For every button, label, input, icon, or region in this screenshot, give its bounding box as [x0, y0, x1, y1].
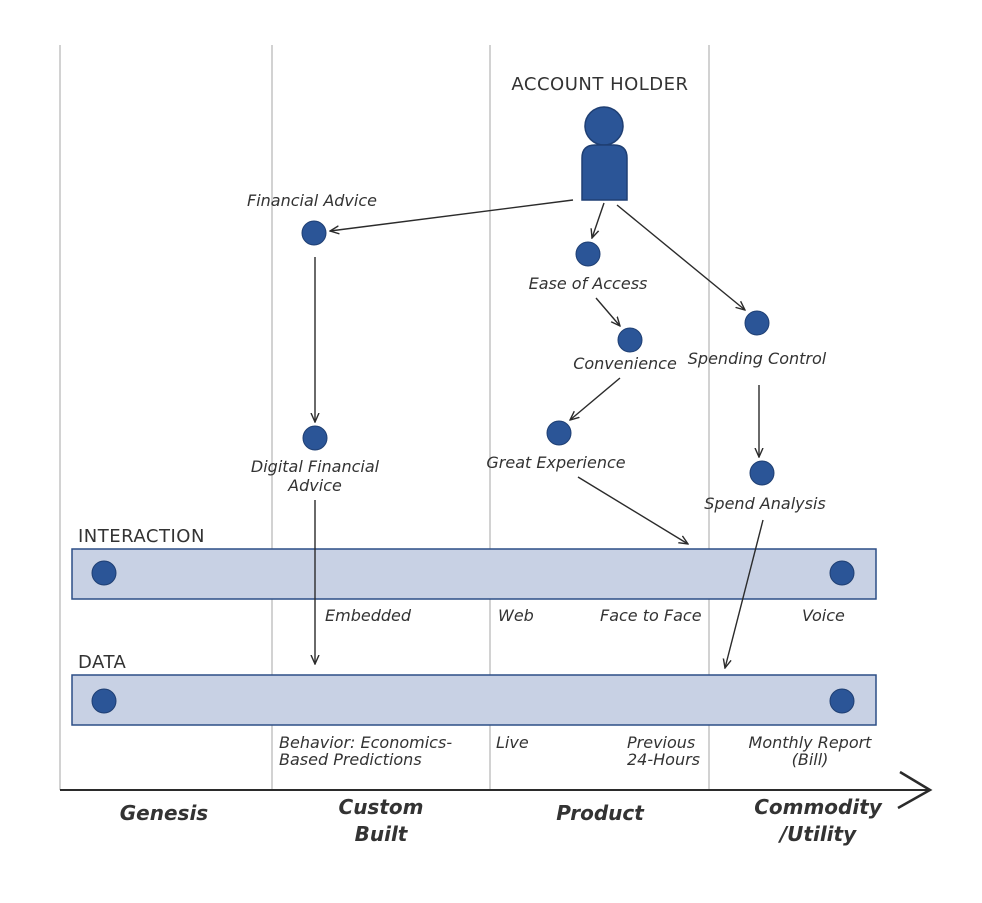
- node-digital-financial-advice: [302, 425, 328, 451]
- label-spending-control: Spending Control: [688, 349, 827, 368]
- node-convenience: [617, 327, 643, 353]
- data-band-title: DATA: [78, 652, 127, 673]
- label-behavior-line2: Based Predictions: [279, 750, 422, 769]
- label-voice: Voice: [802, 606, 845, 625]
- person-icon: [581, 106, 628, 201]
- interaction-band: [71, 548, 877, 600]
- account-holder-title: ACCOUNT HOLDER: [511, 74, 688, 95]
- interaction-band-right-dot: [829, 560, 855, 586]
- edge-holder-to-spending-control: [616, 204, 745, 310]
- edge-great-experience-to-face-to-face: [577, 476, 688, 544]
- node-great-experience: [546, 420, 572, 446]
- label-behavior-line1: Behavior: Economics-: [279, 733, 452, 752]
- stage-product: Product: [556, 801, 645, 825]
- label-digital-financial-advice-line1: Digital Financial: [251, 457, 380, 476]
- label-financial-advice: Financial Advice: [247, 191, 377, 210]
- label-previous-line2: 24-Hours: [627, 750, 700, 769]
- label-previous-line1: Previous: [627, 733, 695, 752]
- stage-utility: /Utility: [778, 822, 857, 846]
- label-convenience: Convenience: [573, 354, 677, 373]
- node-spending-control: [744, 310, 770, 336]
- label-monthly-line1: Monthly Report: [749, 733, 873, 752]
- stage-custom: Custom: [339, 795, 424, 819]
- label-live: Live: [496, 733, 529, 752]
- evolution-axis-arrowhead: [897, 770, 933, 810]
- label-web: Web: [498, 606, 534, 625]
- label-spend-analysis: Spend Analysis: [704, 494, 825, 513]
- label-monthly-line2: (Bill): [792, 750, 829, 769]
- node-financial-advice: [301, 220, 327, 246]
- interaction-band-left-dot: [91, 560, 117, 586]
- label-great-experience: Great Experience: [486, 453, 625, 472]
- label-ease-of-access: Ease of Access: [529, 274, 648, 293]
- label-face-to-face: Face to Face: [600, 606, 702, 625]
- edge-ease-to-convenience: [595, 297, 620, 326]
- edge-spend-analysis-to-monthly-data: [725, 519, 764, 668]
- label-embedded: Embedded: [325, 606, 412, 625]
- edge-holder-to-ease-of-access: [592, 202, 605, 238]
- data-band-left-dot: [91, 688, 117, 714]
- node-spend-analysis: [749, 460, 775, 486]
- node-ease-of-access: [575, 241, 601, 267]
- stage-genesis: Genesis: [120, 801, 209, 825]
- label-digital-financial-advice-line2: Advice: [287, 476, 342, 495]
- data-band-right-dot: [829, 688, 855, 714]
- stage-built: Built: [355, 822, 409, 846]
- interaction-band-title: INTERACTION: [78, 526, 205, 547]
- data-band: [71, 674, 877, 726]
- edge-convenience-to-great-experience: [570, 377, 621, 420]
- edge-holder-to-financial-advice: [330, 199, 574, 231]
- stage-commodity: Commodity: [754, 795, 883, 819]
